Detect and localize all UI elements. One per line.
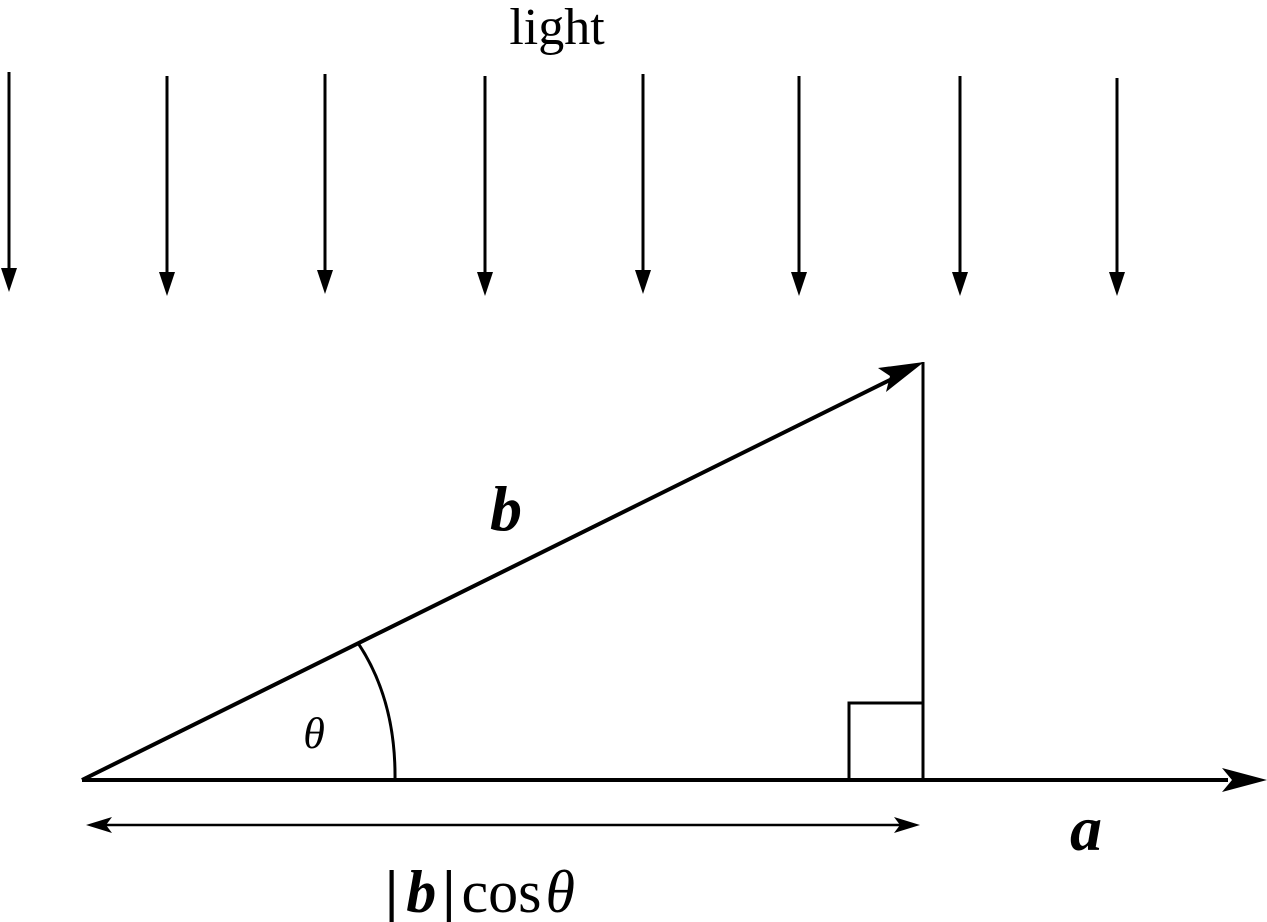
light-rays [1,72,1125,296]
projection-theta: θ [545,859,574,922]
projection-label: |b|cosθ [385,859,575,922]
projection-b: b [406,859,436,922]
light-ray [317,74,333,294]
light-ray [1,72,17,292]
light-ray [635,74,651,294]
vector-a-arrowhead [1222,768,1267,792]
vector-b-arrowhead [878,362,924,392]
vector-b-label: b [490,473,522,544]
light-ray [159,76,175,296]
light-label: light [509,0,605,56]
projection-bar-right: | [442,859,455,922]
dimension-left-arrowhead [86,817,112,833]
projection-bar-left: | [385,859,398,922]
right-angle-marker [847,701,923,780]
dimension-right-arrowhead [894,817,920,833]
angle-label: θ [303,709,325,758]
light-ray [952,76,968,296]
vector-a [82,768,1267,792]
light-ray [1109,78,1125,296]
projection-dimension-line [86,817,920,833]
vector-a-label: a [1070,793,1102,864]
projection-cos: cos [461,859,541,922]
light-ray [791,76,807,296]
vector-b [81,362,924,782]
light-ray [477,76,493,296]
angle-arc [356,642,397,781]
